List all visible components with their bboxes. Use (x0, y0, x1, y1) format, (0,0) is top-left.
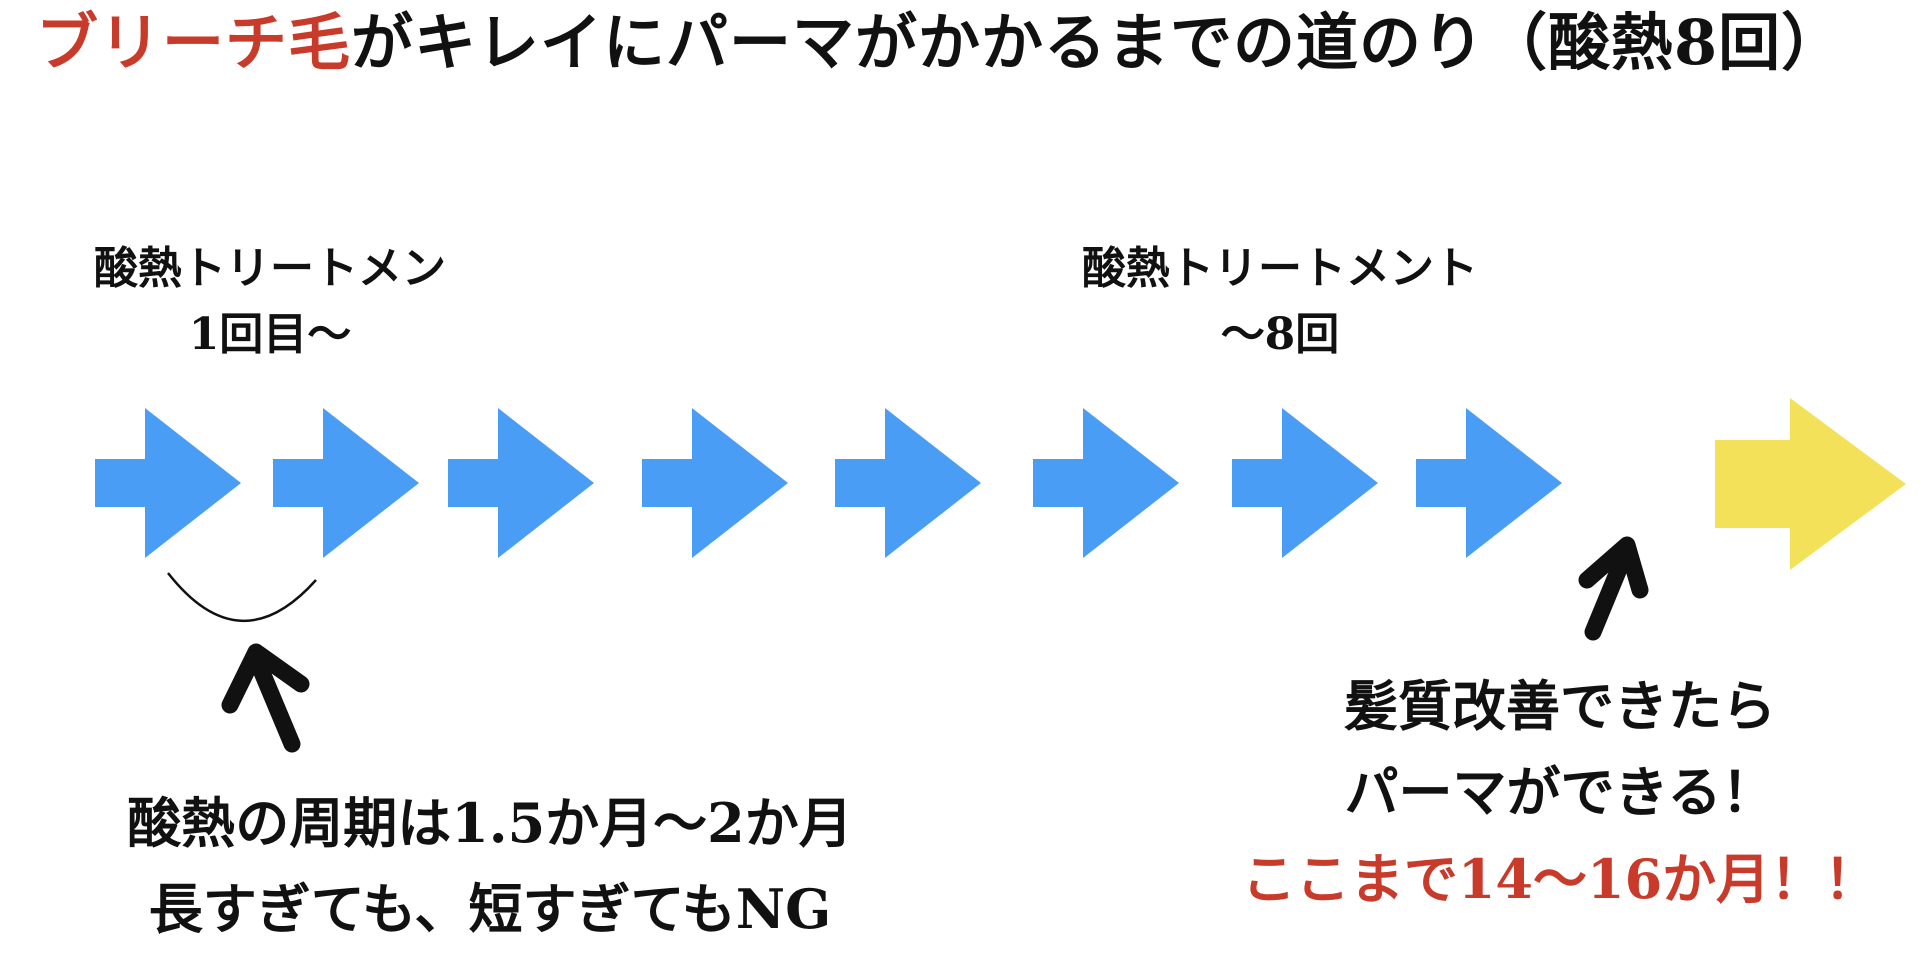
cycle-note: 酸熱の周期は1.5か月〜2か月 長すぎても、短すぎてもNG (60, 780, 920, 953)
cycle-interval-curve (167, 572, 317, 623)
treatment-arrow-1 (95, 408, 241, 558)
treatment-arrow-group (95, 408, 1562, 558)
start-stage-label-line2: 1回目〜 (188, 309, 352, 360)
end-stage-label: 酸熱トリートメント 〜8回 (1040, 236, 1520, 368)
result-note-line3: ここまで14〜16か月！！ (1241, 846, 1879, 911)
end-stage-label-line2: 〜8回 (1220, 309, 1340, 360)
treatment-arrow-3 (448, 408, 594, 558)
treatment-arrow-5 (835, 408, 981, 558)
start-stage-label: 酸熱トリートメン 1回目〜 (60, 236, 480, 368)
cycle-note-line1: 酸熱の周期は1.5か月〜2か月 (127, 791, 853, 855)
result-note-line1: 髪質改善できたら (1344, 674, 1776, 738)
title-highlight: ブリーチ毛 (36, 6, 352, 79)
start-stage-label-line1: 酸熱トリートメン (94, 243, 446, 294)
result-pointer-arrow (1578, 536, 1649, 641)
cycle-pointer-arrow (221, 643, 310, 753)
end-stage-label-line1: 酸熱トリートメント (1082, 243, 1478, 294)
treatment-arrow-2 (273, 408, 419, 558)
title-rest: がキレイにパーマがかかるまでの道のり（酸熱8回） (351, 6, 1845, 79)
treatment-arrow-7 (1232, 408, 1378, 558)
treatment-arrow-6 (1033, 408, 1179, 558)
treatment-arrow-8 (1416, 408, 1562, 558)
result-note-line2: パーマができる！ (1344, 760, 1776, 825)
result-arrow (1715, 398, 1906, 570)
result-note: 髪質改善できたら パーマができる！ ここまで14〜16か月！！ (1210, 663, 1910, 922)
cycle-note-line2: 長すぎても、短すぎてもNG (148, 877, 832, 942)
treatment-arrow-4 (642, 408, 788, 558)
page-title: ブリーチ毛がキレイにパーマがかかるまでの道のり（酸熱8回） (36, 6, 1844, 80)
